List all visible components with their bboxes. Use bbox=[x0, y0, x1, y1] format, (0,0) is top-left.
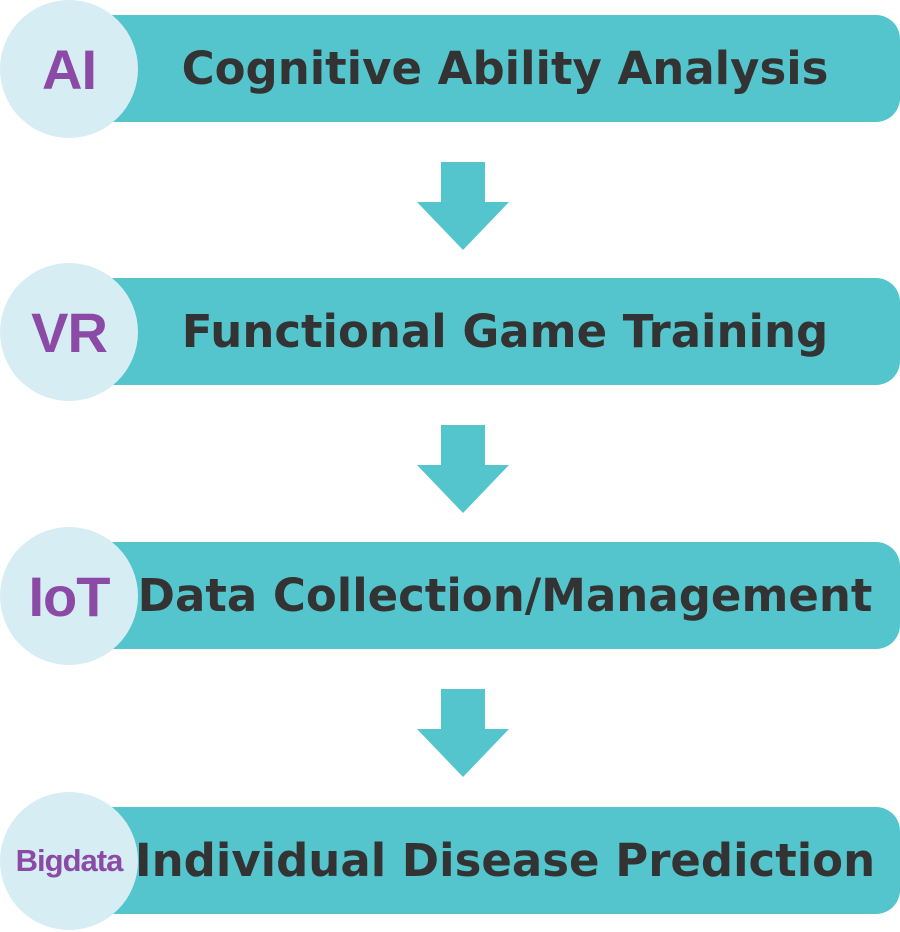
step-ai: Cognitive Ability Analysis AI bbox=[0, 0, 900, 140]
step-badge: IoT bbox=[0, 527, 138, 665]
step-badge: Bigdata bbox=[0, 792, 138, 930]
step-bar bbox=[70, 542, 900, 649]
down-arrow-icon bbox=[417, 162, 509, 250]
step-badge: VR bbox=[0, 263, 138, 401]
step-iot: Data Collection/Management IoT bbox=[0, 527, 900, 667]
step-label: Functional Game Training bbox=[181, 305, 829, 358]
step-vr: Functional Game Training VR bbox=[0, 263, 900, 403]
step-bar bbox=[70, 15, 900, 122]
step-bar bbox=[70, 807, 900, 914]
step-label: Cognitive Ability Analysis bbox=[181, 42, 829, 95]
step-badge: AI bbox=[0, 0, 138, 138]
step-bigdata: Individual Disease Prediction Bigdata bbox=[0, 792, 900, 932]
step-label: Individual Disease Prediction bbox=[134, 834, 876, 887]
down-arrow-icon bbox=[417, 425, 509, 513]
step-label: Data Collection/Management bbox=[137, 569, 873, 622]
down-arrow-icon bbox=[417, 689, 509, 777]
step-bar bbox=[70, 278, 900, 385]
